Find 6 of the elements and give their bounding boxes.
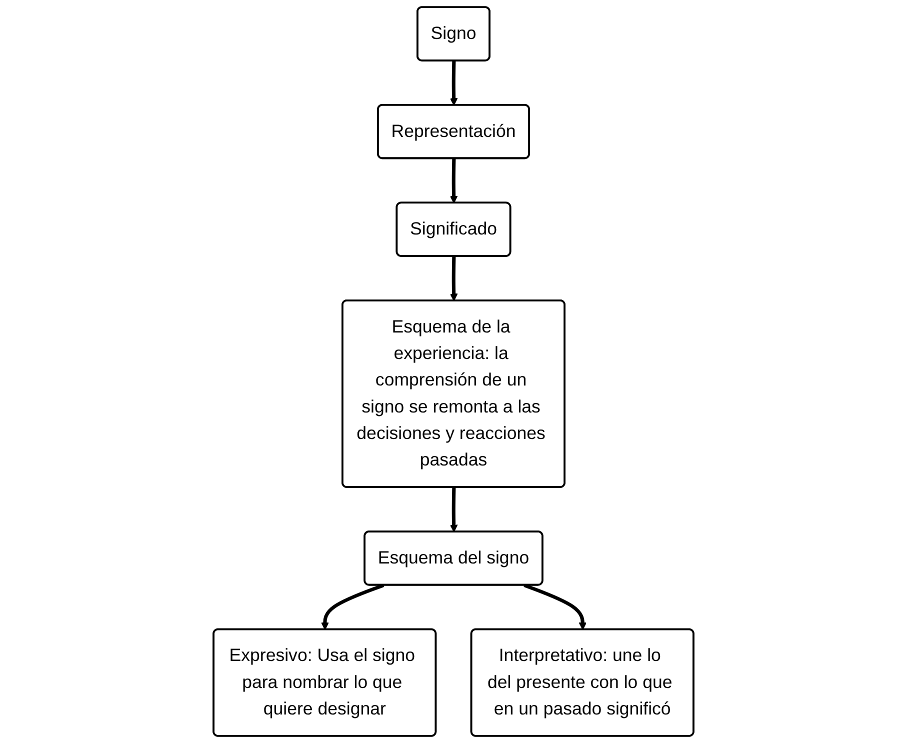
arrow xyxy=(450,158,458,204)
arrow xyxy=(450,487,458,532)
arrow xyxy=(321,584,384,630)
arrow xyxy=(450,256,458,302)
arrow xyxy=(524,584,587,630)
arrow xyxy=(450,60,458,106)
